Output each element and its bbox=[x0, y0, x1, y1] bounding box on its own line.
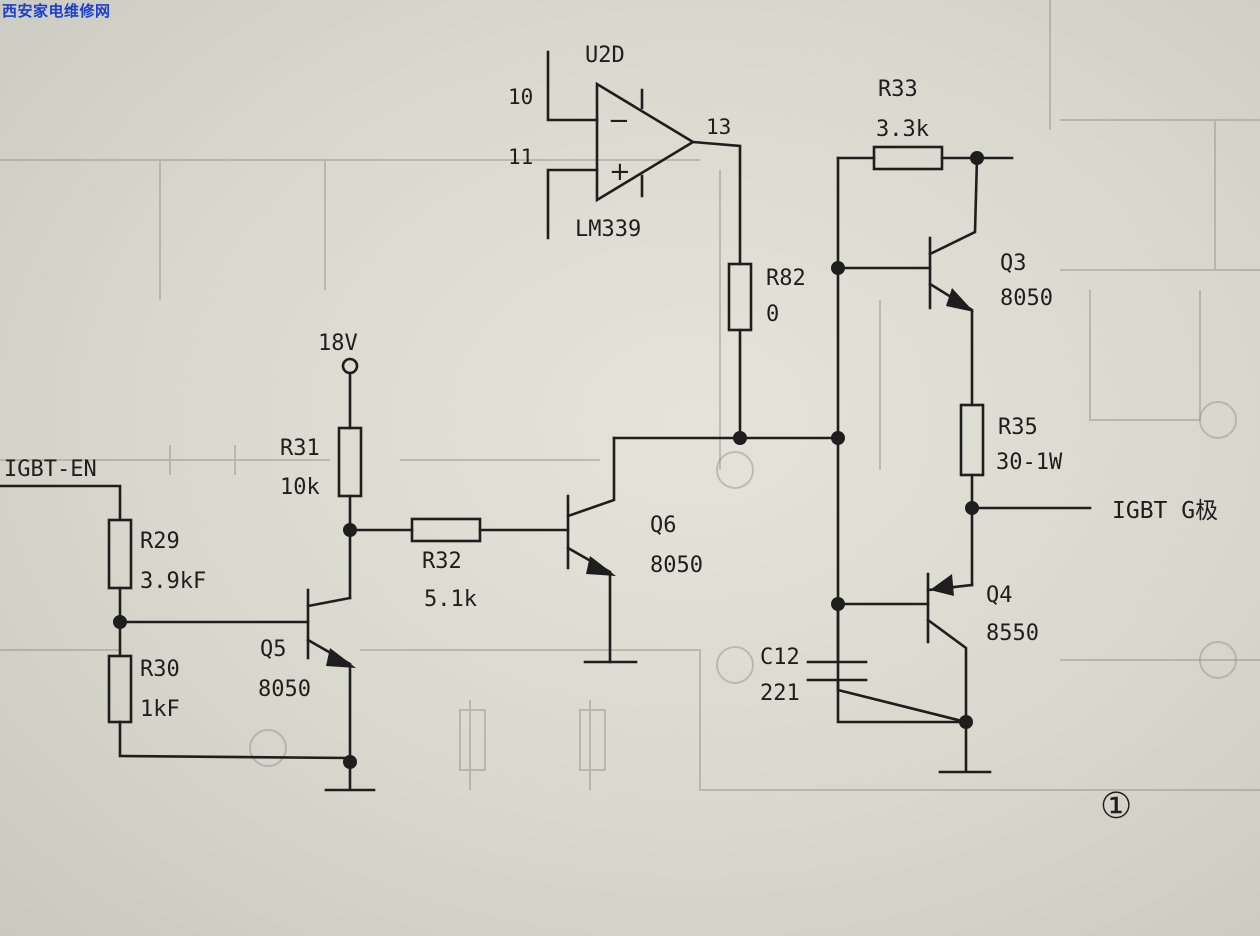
opamp-triangle bbox=[595, 81, 696, 203]
resistor-r82: R82 0 bbox=[727, 262, 806, 440]
r82-ref-label: R82 bbox=[766, 266, 806, 291]
opamp-minus-sign: − bbox=[608, 106, 630, 136]
q3-emitter-arrow bbox=[946, 288, 974, 312]
transistor-q3: Q3 8050 bbox=[836, 156, 1053, 407]
supply-terminal-icon bbox=[341, 357, 359, 375]
junction-dot bbox=[343, 523, 357, 537]
figure-number: ① bbox=[1100, 786, 1132, 827]
q4-part-label: 8550 bbox=[986, 621, 1039, 646]
gate-output-label: IGBT G极 bbox=[1112, 498, 1218, 524]
r82-value-label: 0 bbox=[766, 302, 779, 327]
q3-ref-label: Q3 bbox=[1000, 251, 1027, 276]
r31-value-label: 10k bbox=[280, 475, 320, 500]
ground-symbol bbox=[938, 720, 992, 774]
r32-ref-label: R32 bbox=[422, 549, 462, 574]
r30-value-label: 1kF bbox=[140, 697, 180, 722]
r32-value-label: 5.1k bbox=[424, 587, 477, 612]
opamp-pin-output: 13 bbox=[706, 115, 731, 139]
ground-symbol bbox=[324, 760, 376, 792]
site-watermark: 西安家电维修网 bbox=[2, 2, 111, 20]
q6-part-label: 8050 bbox=[650, 553, 703, 578]
r33-ref-label: R33 bbox=[878, 77, 918, 102]
supply-label: 18V bbox=[318, 331, 358, 356]
r29-value-label: 3.9kF bbox=[140, 569, 206, 594]
q3-part-label: 8050 bbox=[1000, 286, 1053, 311]
r30-ref-label: R30 bbox=[140, 657, 180, 682]
resistor-r32: R32 5.1k bbox=[348, 517, 570, 612]
resistor-r30: R30 1kF bbox=[107, 654, 376, 792]
transistor-q4: Q4 8550 bbox=[836, 572, 1039, 774]
r31-ref-label: R31 bbox=[280, 436, 320, 461]
q5-emitter-arrow bbox=[326, 648, 356, 668]
r35-value-label: 30-1W bbox=[996, 450, 1063, 475]
opamp-plus-sign: + bbox=[609, 157, 631, 187]
enable-input-label: IGBT-EN bbox=[4, 457, 97, 482]
r29-ref-label: R29 bbox=[140, 529, 180, 554]
enable-input: IGBT-EN bbox=[0, 457, 122, 522]
bias-rail-wire bbox=[836, 156, 968, 724]
opamp-pin-noninverting: 11 bbox=[508, 145, 533, 169]
background-show-through bbox=[0, 0, 1260, 791]
c12-value-label: 221 bbox=[760, 681, 800, 706]
q5-part-label: 8050 bbox=[258, 677, 311, 702]
resistor-r29: R29 3.9kF bbox=[107, 518, 206, 658]
r35-ref-label: R35 bbox=[998, 415, 1038, 440]
opamp-part-label: LM339 bbox=[575, 217, 641, 242]
junction-dot bbox=[113, 615, 127, 629]
q6-emitter-arrow bbox=[586, 556, 616, 576]
q4-ref-label: Q4 bbox=[986, 583, 1013, 608]
junction-dot bbox=[733, 431, 747, 445]
r33-value-label: 3.3k bbox=[876, 117, 929, 142]
opamp-pin-inverting: 10 bbox=[508, 85, 533, 109]
transistor-q5: Q5 8050 bbox=[118, 588, 356, 764]
c12-ref-label: C12 bbox=[760, 645, 800, 670]
opamp-u2d: − + U2D LM339 10 11 13 bbox=[508, 43, 742, 266]
opamp-ref-label: U2D bbox=[585, 43, 625, 68]
supply-18v: 18V bbox=[318, 331, 359, 430]
q4-emitter-arrow bbox=[930, 574, 954, 596]
transistor-q6: Q6 8050 bbox=[566, 436, 703, 664]
resistor-r31: R31 10k bbox=[280, 426, 363, 600]
resistor-r35: R35 30-1W IGBT G极 bbox=[959, 403, 1218, 587]
q5-ref-label: Q5 bbox=[260, 637, 287, 662]
capacitor-c12: C12 221 bbox=[760, 602, 968, 724]
resistor-r33: R33 3.3k bbox=[872, 77, 1014, 171]
q6-ref-label: Q6 bbox=[650, 513, 677, 538]
